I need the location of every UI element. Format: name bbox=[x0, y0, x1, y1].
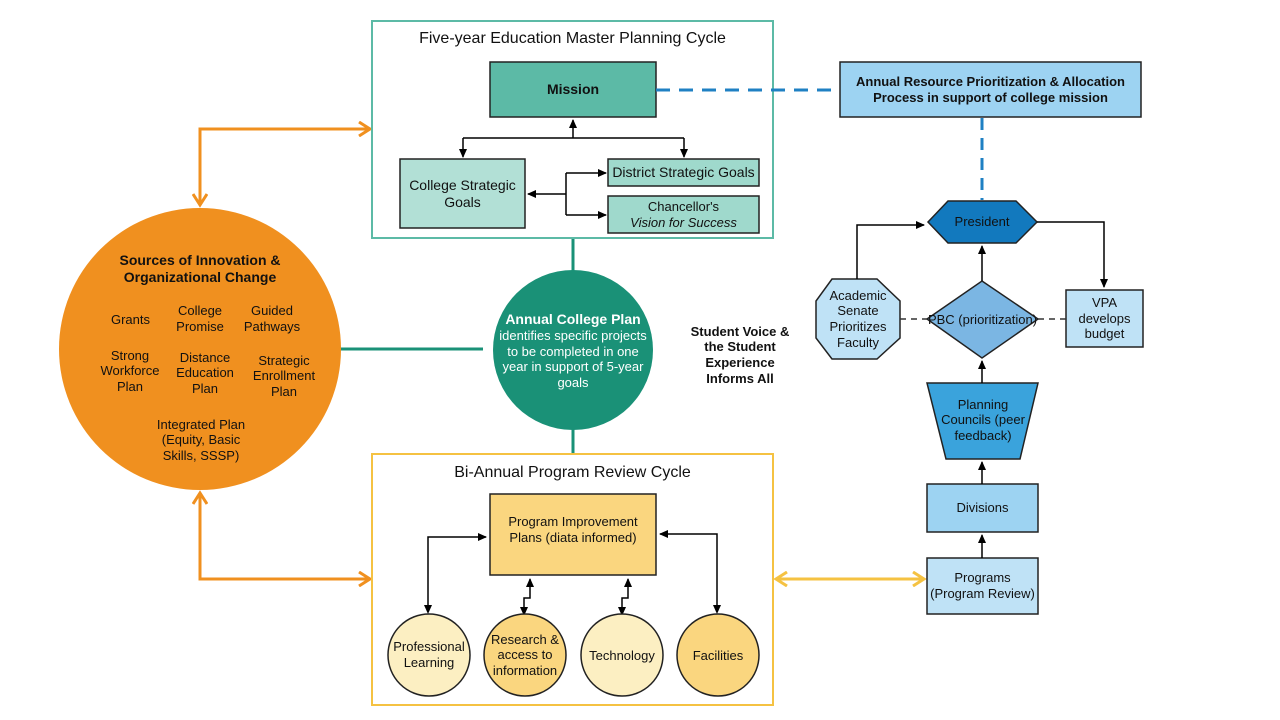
chancellor-label: Chancellor's Vision for Success bbox=[608, 196, 759, 233]
district-goals-label: District Strategic Goals bbox=[612, 164, 755, 181]
chancellor-line2: Vision for Success bbox=[630, 214, 737, 230]
orange-connector-bottom bbox=[200, 493, 370, 579]
college-goals-label: College Strategic Goals bbox=[409, 176, 516, 210]
academic-senate-octagon[interactable] bbox=[815, 278, 901, 360]
innovation-circle[interactable] bbox=[59, 208, 341, 490]
pbc-diamond[interactable] bbox=[925, 280, 1040, 359]
planning-councils-label: Planning Councils (peer feedback) bbox=[941, 396, 1025, 443]
resource-connectors bbox=[856, 221, 1108, 558]
circle-facilities[interactable] bbox=[676, 613, 760, 697]
circle-research[interactable] bbox=[483, 613, 567, 697]
facilities-label: Facilities bbox=[692, 648, 744, 664]
annual-plan-label: Annual College Plan identifies specific … bbox=[493, 311, 653, 390]
district-goals-box[interactable] bbox=[607, 158, 760, 187]
vpa-box[interactable] bbox=[1065, 289, 1144, 348]
technology-label: Technology bbox=[589, 648, 655, 664]
college-goals-box[interactable] bbox=[399, 158, 526, 229]
annual-plan-body: identifies specific projects to be compl… bbox=[499, 328, 647, 390]
program-review-title: Bi-Annual Program Review Cycle bbox=[454, 464, 691, 482]
circle-technology[interactable] bbox=[580, 613, 664, 697]
president-label: President bbox=[954, 214, 1010, 230]
innovation-title: Sources of Innovation & Organizational C… bbox=[119, 252, 281, 285]
professional-learning-label: Professional Learning bbox=[393, 639, 465, 670]
master-planning-title: Five-year Education Master Planning Cycl… bbox=[419, 30, 726, 48]
pbc-label: PBC (prioritization) bbox=[927, 312, 1038, 328]
mission-box[interactable] bbox=[489, 61, 657, 118]
circle-professional-learning[interactable] bbox=[387, 613, 471, 697]
academic-senate-label: Academic Senate Prioritizes Faculty bbox=[829, 287, 887, 350]
pip-connectors bbox=[424, 530, 721, 616]
resource-process-label: Annual Resource Prioritization & Allocat… bbox=[856, 73, 1125, 105]
mission-label: Mission bbox=[546, 81, 600, 98]
resource-process-box[interactable] bbox=[839, 61, 1142, 118]
innovation-item-integrated-plan: Integrated Plan (Equity, Basic Skills, S… bbox=[156, 416, 246, 463]
chancellor-line1: Chancellor's bbox=[647, 198, 720, 214]
programs-label: Programs (Program Review) bbox=[930, 570, 1035, 601]
innovation-item-guided-pathways: Guided Pathways bbox=[243, 303, 301, 334]
pip-label: Program Improvement Plans (diata informe… bbox=[508, 514, 638, 545]
annual-plan-circle[interactable] bbox=[493, 270, 653, 430]
innovation-item-grants: Grants bbox=[110, 312, 150, 328]
innovation-item-college-promise: College Promise bbox=[176, 303, 224, 334]
annual-plan-title: Annual College Plan bbox=[505, 311, 641, 328]
pip-box[interactable] bbox=[489, 493, 657, 576]
mission-connectors bbox=[459, 119, 688, 219]
innovation-item-distance-education: Distance Education Plan bbox=[176, 349, 234, 396]
divisions-label: Divisions bbox=[956, 500, 1009, 516]
innovation-item-strategic-enrollment: Strategic Enrollment Plan bbox=[252, 352, 316, 399]
planning-councils-trapezoid[interactable] bbox=[926, 382, 1039, 460]
innovation-item-strong-workforce: Strong Workforce Plan bbox=[100, 347, 160, 394]
vpa-label: VPA develops budget bbox=[1078, 295, 1131, 342]
student-voice-label: Student Voice & the Student Experience I… bbox=[690, 323, 790, 386]
chancellor-box[interactable] bbox=[607, 195, 760, 234]
orange-connector-top bbox=[200, 129, 370, 205]
research-label: Research & access to information bbox=[491, 631, 559, 678]
